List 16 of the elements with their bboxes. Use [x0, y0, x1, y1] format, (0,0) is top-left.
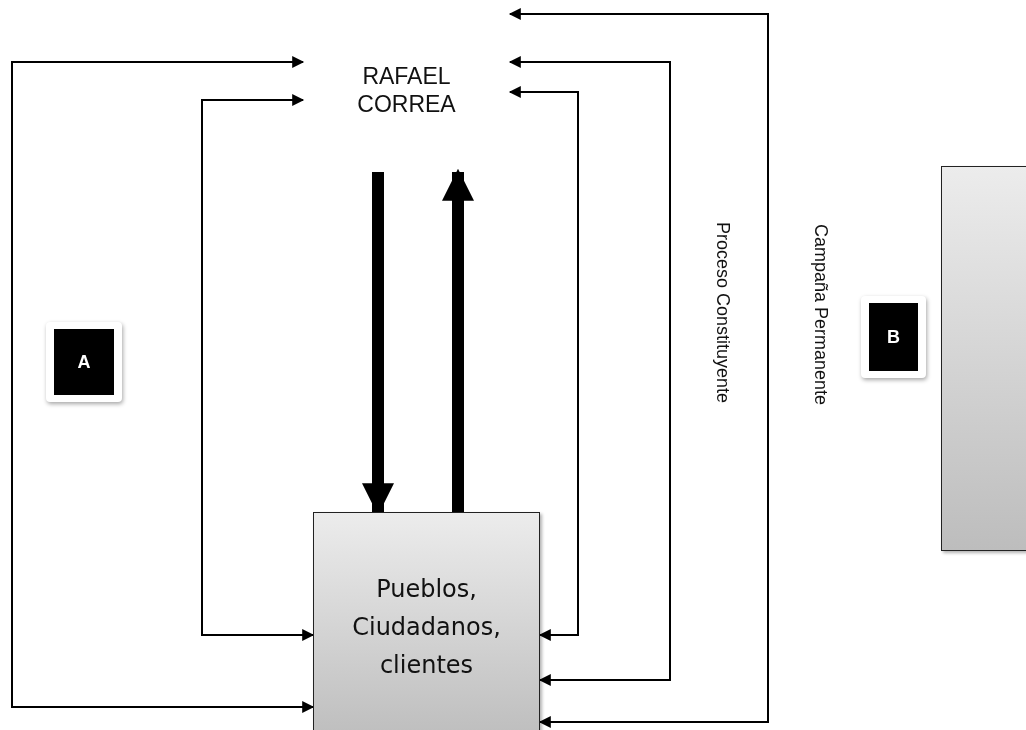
- letter-marker: B: [869, 303, 918, 371]
- letter-marker: A: [54, 329, 114, 395]
- arrow: [442, 168, 474, 512]
- arrow: [508, 56, 671, 686]
- arrow: [508, 8, 769, 728]
- box-label: Pueblos, Ciudadanos, clientes: [351, 574, 502, 681]
- arrow: [508, 86, 579, 641]
- arrow: [201, 94, 315, 641]
- marker-card: [46, 322, 122, 402]
- vertical-label: Proceso Constituyente: [712, 222, 733, 404]
- process-box: [313, 512, 540, 730]
- node-label: RAFAEL CORREA: [356, 62, 457, 118]
- empty-box: [941, 166, 1026, 551]
- marker-card: [861, 296, 926, 378]
- arrow: [11, 56, 315, 713]
- vertical-label: Campaña Permanente: [810, 224, 831, 406]
